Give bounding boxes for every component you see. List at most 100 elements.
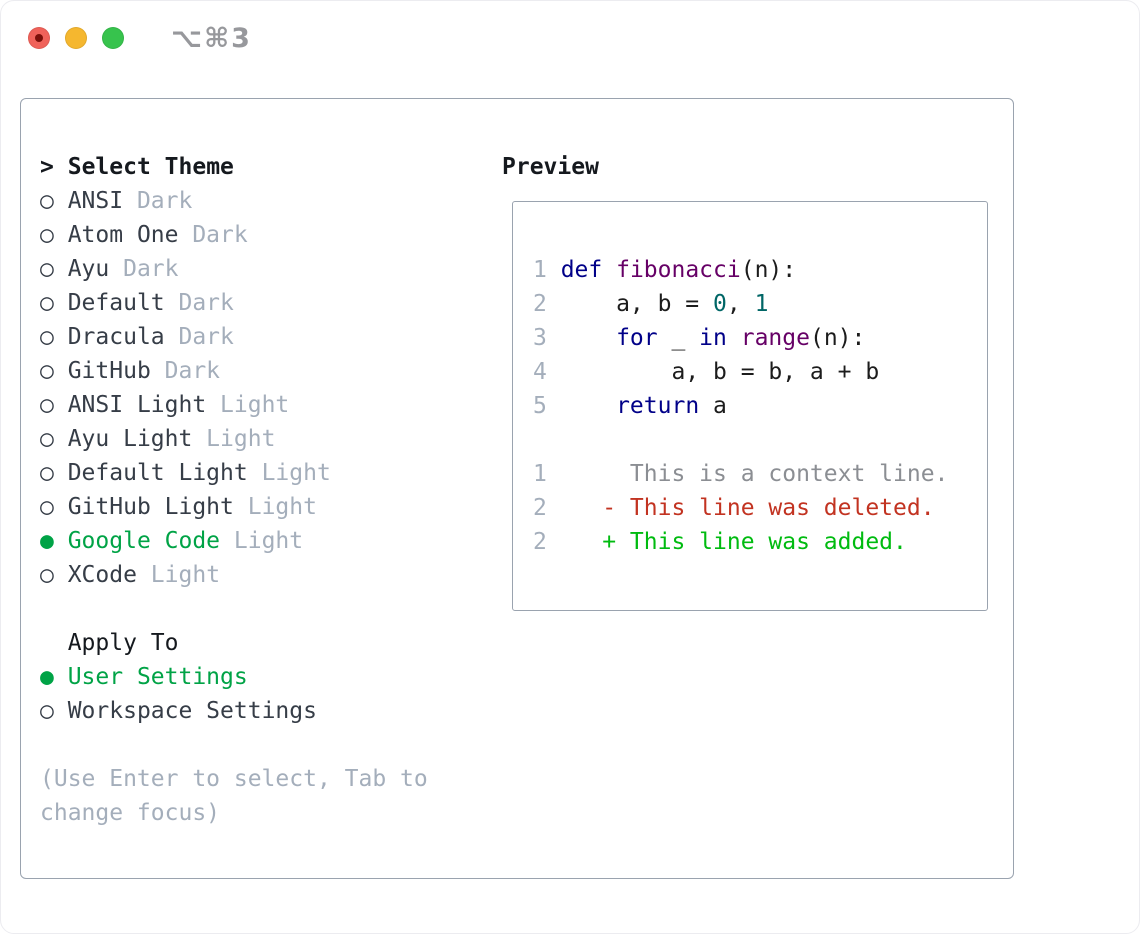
code-line: 1 This is a context line. [533, 457, 948, 491]
radio-icon: ○ [40, 256, 68, 282]
cursor-icon: > [40, 154, 54, 180]
theme-option-github-light[interactable]: ○ GitHub Light Light [40, 490, 428, 524]
radio-icon: ○ [40, 562, 68, 588]
radio-icon: ○ [40, 324, 68, 350]
theme-option-default-light[interactable]: ○ Default Light Light [40, 456, 428, 490]
code-segment: fibonacci [616, 257, 741, 283]
radio-icon: ○ [40, 494, 68, 520]
code-segment: - This line was deleted. [560, 495, 935, 521]
line-number: 2 [533, 495, 547, 521]
window-title: ⌥⌘3 [171, 23, 252, 54]
line-number: 4 [533, 359, 547, 385]
apply-option-user-settings[interactable]: ● User Settings [40, 660, 428, 694]
code-segment: (n): [809, 325, 866, 351]
code-segment: return [616, 393, 700, 419]
code-segment: a [699, 393, 727, 419]
theme-picker-panel: > Select Theme ○ ANSI Dark○ Atom One Dar… [20, 98, 1014, 879]
code-segment: def [560, 257, 603, 283]
code-line: 5 return a [533, 389, 948, 423]
line-number: 1 [533, 257, 547, 283]
radio-selected-icon: ● [40, 664, 68, 690]
theme-variant-tag: Dark [178, 222, 248, 248]
theme-option-label: GitHub [67, 358, 151, 384]
code-line: 3 for _ in range(n): [533, 321, 948, 355]
radio-icon: ○ [40, 188, 68, 214]
theme-list-column: > Select Theme ○ ANSI Dark○ Atom One Dar… [40, 150, 428, 830]
theme-option-xcode[interactable]: ○ XCode Light [40, 558, 428, 592]
code-line: 2 a, b = 0, 1 [533, 287, 948, 321]
spacer [40, 728, 428, 762]
close-button[interactable] [28, 27, 50, 49]
code-line [533, 423, 948, 457]
theme-variant-tag: Light [220, 528, 304, 554]
close-button-dot-icon [35, 34, 43, 42]
theme-option-label: Dracula [67, 324, 165, 350]
theme-variant-tag: Light [136, 562, 221, 588]
theme-option-label: XCode [67, 562, 137, 588]
theme-option-ansi-light[interactable]: ○ ANSI Light Light [40, 388, 428, 422]
theme-option-ayu[interactable]: ○ Ayu Dark [40, 252, 428, 286]
theme-option-label: Ayu Light [67, 426, 193, 452]
code-segment [602, 257, 616, 283]
code-segment [561, 393, 616, 419]
traffic-lights [28, 27, 124, 49]
apply-to-header: Apply To [67, 630, 179, 656]
hint-text-line-1: (Use Enter to select, Tab to [40, 766, 428, 792]
code-segment: a, b = b, a + b [560, 359, 880, 385]
theme-option-label: Default Light [67, 460, 248, 486]
theme-variant-tag: Light [233, 494, 317, 520]
theme-option-dracula[interactable]: ○ Dracula Dark [40, 320, 428, 354]
radio-selected-icon: ● [40, 528, 68, 554]
code-segment: (n): [740, 257, 797, 283]
theme-variant-tag: Dark [109, 256, 179, 282]
code-line: 2 - This line was deleted. [533, 491, 948, 525]
code-segment: _ [657, 325, 700, 351]
radio-icon: ○ [40, 392, 68, 418]
line-number: 3 [533, 325, 547, 351]
minimize-button[interactable] [65, 27, 87, 49]
theme-option-default[interactable]: ○ Default Dark [40, 286, 428, 320]
theme-option-label: GitHub Light [67, 494, 234, 520]
theme-option-label: Google Code [67, 528, 221, 554]
theme-option-github[interactable]: ○ GitHub Dark [40, 354, 428, 388]
code-segment: + This line was added. [560, 529, 907, 555]
theme-variant-tag: Light [192, 426, 276, 452]
code-segment: range [740, 325, 810, 351]
theme-variant-tag: Dark [150, 358, 221, 384]
theme-option-label: ANSI [67, 188, 124, 214]
code-line: 1 def fibonacci(n): [533, 253, 948, 287]
theme-variant-tag: Light [247, 460, 331, 486]
theme-option-ansi[interactable]: ○ ANSI Dark [40, 184, 428, 218]
theme-variant-tag: Dark [123, 188, 193, 214]
zoom-button[interactable] [102, 27, 124, 49]
theme-option-ayu-light[interactable]: ○ Ayu Light Light [40, 422, 428, 456]
theme-option-label: ANSI Light [67, 392, 207, 418]
spacer [40, 592, 428, 626]
line-number: 5 [533, 393, 547, 419]
radio-icon: ○ [40, 426, 68, 452]
theme-list: ○ ANSI Dark○ Atom One Dark○ Ayu Dark○ De… [40, 184, 428, 592]
theme-option-label: Default [67, 290, 165, 316]
theme-option-atom-one[interactable]: ○ Atom One Dark [40, 218, 428, 252]
preview-title: Preview [502, 154, 599, 180]
theme-variant-tag: Light [206, 392, 290, 418]
theme-option-label: Ayu [67, 256, 110, 282]
radio-icon: ○ [40, 290, 68, 316]
code-segment: 1 [754, 291, 769, 317]
theme-option-label: Atom One [67, 222, 179, 248]
line-number: 1 [533, 461, 547, 487]
titlebar: ⌥⌘3 [1, 1, 1139, 73]
code-segment: a, b = [560, 291, 714, 317]
code-segment: This is a context line. [560, 461, 949, 487]
radio-icon: ○ [40, 222, 68, 248]
line-number: 2 [533, 291, 547, 317]
apply-option-workspace-settings[interactable]: ○ Workspace Settings [40, 694, 428, 728]
code-line: 4 a, b = b, a + b [533, 355, 948, 389]
line-number: 2 [533, 529, 547, 555]
hint-text-line-2: change focus) [40, 800, 221, 826]
theme-option-google-code[interactable]: ● Google Code Light [40, 524, 428, 558]
select-theme-header-spacer [54, 154, 68, 180]
